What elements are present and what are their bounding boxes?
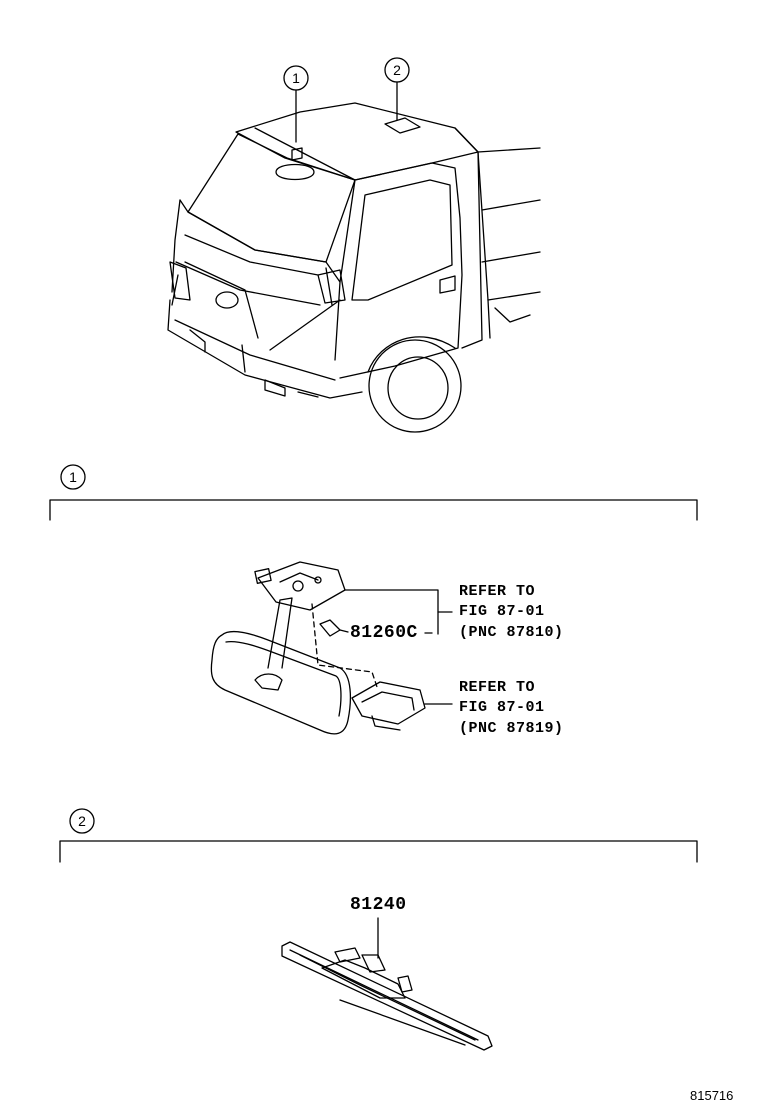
truck-illustration — [167, 102, 541, 433]
section-1-leaders — [344, 589, 453, 705]
truck-callout-leaders — [275, 57, 410, 181]
part-number-81260c: 81260C — [350, 623, 418, 643]
reference-2-line1: REFER TO — [459, 679, 536, 696]
section-1-number: 1 — [69, 469, 77, 485]
callout-number-1: 1 — [292, 70, 300, 86]
figure-number: 815716 — [690, 1088, 734, 1103]
reference-2-line3: (PNC 87819) — [459, 720, 564, 737]
section-1-frame — [49, 464, 698, 521]
mirror-shape — [275, 163, 315, 181]
reference-1-line1: REFER TO — [459, 583, 536, 600]
section-2-frame — [59, 808, 698, 863]
part-number-81240: 81240 — [350, 895, 407, 915]
reference-2-line2: FIG 87-01 — [459, 699, 545, 716]
reference-1-line3: (PNC 87810) — [459, 624, 564, 641]
roof-lamp-assembly — [281, 917, 493, 1051]
section-2-number: 2 — [78, 813, 86, 829]
inner-mirror-assembly — [210, 561, 426, 735]
reference-1-line2: FIG 87-01 — [459, 603, 545, 620]
callout-number-2: 2 — [393, 62, 401, 78]
